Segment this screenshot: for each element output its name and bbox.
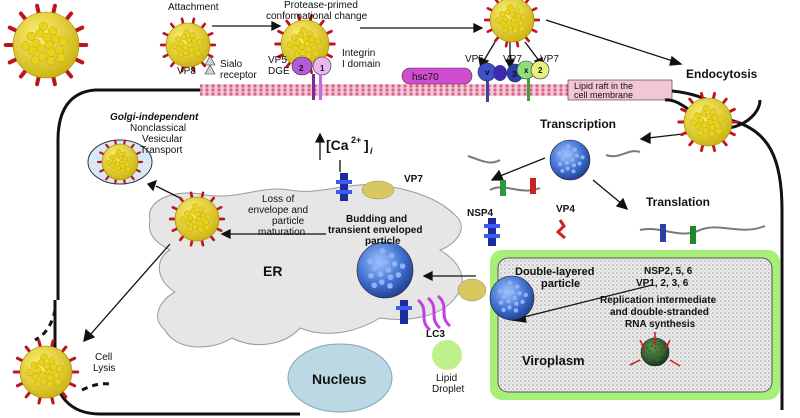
protein-marks [336, 150, 766, 367]
label-hsc70: hsc70 [412, 72, 439, 83]
label-vp7-b: VP7 [540, 54, 559, 65]
label-replication-2: and double-stranded [610, 307, 709, 318]
label-lipid-raft-1: Lipid raft in the [574, 81, 633, 91]
cell-outline-left [56, 88, 96, 300]
virus-particles [3, 0, 739, 405]
label-vp7-a: VP7 [503, 54, 522, 65]
label-lipid-droplet-2: Droplet [432, 384, 464, 395]
replication-intermediate [640, 337, 670, 367]
labels: Attachment Protease-primed conformationa… [93, 0, 758, 395]
label-lipid-raft-2: cell membrane [574, 90, 633, 100]
label-attachment: Attachment [168, 2, 219, 13]
label-integrin-1: Integrin [342, 48, 375, 59]
virus-lysis [12, 339, 80, 405]
label-calcium-sub: i [370, 146, 373, 156]
dlp-viroplasm [489, 275, 535, 321]
label-vp4: VP4 [556, 204, 575, 215]
lysis-break [34, 309, 111, 392]
label-lipid-droplet-1: Lipid [436, 373, 457, 384]
label-integrin-2: I domain [342, 59, 380, 70]
nucleus [287, 343, 393, 413]
label-vp8: VP8 [177, 66, 196, 77]
label-calcium-sup: 2+ [351, 135, 361, 145]
label-sialo-2: receptor [220, 70, 257, 81]
label-nonclassical-2: Vesicular [142, 134, 183, 145]
label-nsp4: NSP4 [467, 208, 494, 219]
label-double-layered-1: Double-layered [515, 266, 594, 278]
dlp-transcribing [549, 139, 591, 181]
lipid-droplet [432, 340, 462, 370]
receptor-num-2: 2 [299, 64, 304, 73]
label-nonclassical-1: Nonclassical [130, 123, 186, 134]
receptor-num-v: v [485, 68, 490, 77]
label-nsp2-2: VP1, 2, 3, 6 [636, 278, 689, 289]
label-protease-1: Protease-primed [284, 0, 358, 11]
label-endocytosis: Endocytosis [686, 67, 758, 81]
label-budding-1: Budding and [346, 214, 407, 225]
virus-matured [168, 191, 226, 247]
virus-golgi-vesicle [96, 139, 144, 185]
er-body [148, 184, 463, 348]
label-double-layered-2: particle [541, 278, 580, 290]
label-loss-1: Loss of [262, 194, 294, 205]
label-loss-3: particle [272, 216, 305, 227]
label-sialo-1: Sialo [220, 59, 243, 70]
label-nsp2-1: NSP2, 5, 6 [644, 266, 693, 277]
label-calcium: [Ca [326, 137, 349, 153]
label-vp7-er: VP7 [404, 174, 423, 185]
virus-attachment [159, 17, 217, 73]
integrin-receptor [291, 56, 332, 100]
cell-membrane [200, 84, 670, 96]
receptor-num-1: 1 [320, 64, 325, 73]
label-protease-2: conformational change [266, 11, 368, 22]
receptor-num-3: 3 [512, 70, 517, 79]
svg-text:]: ] [364, 137, 369, 153]
label-loss-2: envelope and [248, 205, 308, 216]
virus-top-left [3, 3, 89, 87]
label-vp5-b: VP5 [465, 54, 484, 65]
label-transcription: Transcription [540, 117, 616, 131]
label-golgi-independent: Golgi-independent [110, 112, 199, 123]
viroplasm-inner [497, 257, 773, 393]
hsc70-receptor [401, 60, 550, 102]
receptor-num-x: x [524, 66, 529, 75]
virus-endocytosed [677, 92, 739, 152]
label-er: ER [263, 263, 282, 279]
label-cell-lysis-2: Lysis [93, 363, 115, 374]
label-replication-1: Replication intermediate [600, 295, 717, 306]
label-vp5-1: VP5 [268, 55, 287, 66]
receptor-num-2b: 2 [538, 66, 543, 75]
virus-receptor-binding [483, 0, 541, 48]
label-vp5-2: DGE [268, 66, 290, 77]
lipid-raft-box [567, 79, 673, 101]
label-lc3: LC3 [426, 329, 445, 340]
label-loss-4: maturation [258, 227, 305, 238]
label-nonclassical-3: Transport [140, 145, 183, 156]
sialo-receptor [204, 55, 216, 75]
label-translation: Translation [646, 195, 710, 209]
label-replication-3: RNA synthesis [625, 319, 696, 330]
label-cell-lysis-1: Cell [95, 352, 112, 363]
label-budding-3: particle [365, 236, 401, 247]
dlp-budding [356, 241, 414, 299]
label-viroplasm: Viroplasm [522, 353, 585, 368]
label-nucleus: Nucleus [312, 371, 367, 387]
label-budding-2: transient enveloped [328, 225, 422, 236]
